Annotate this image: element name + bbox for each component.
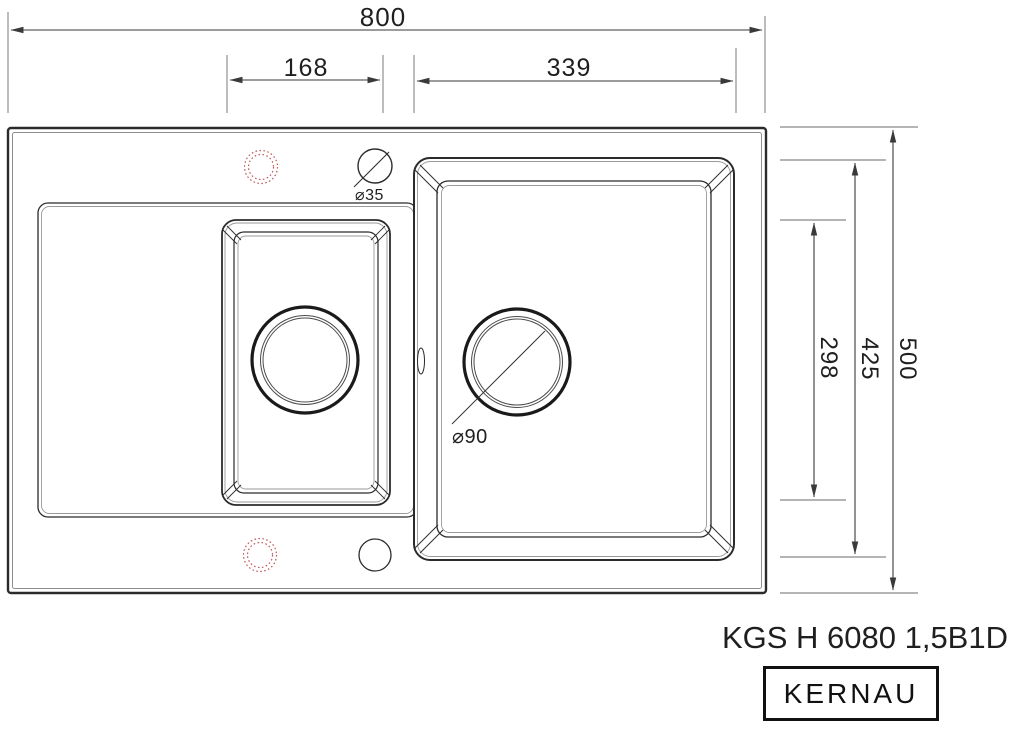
main-bowl: [413, 157, 735, 561]
half-bowl-drain: [250, 305, 360, 415]
dim-label-298: 298: [815, 336, 842, 380]
tap-hole-plain-bottom: [358, 538, 392, 572]
dim-label-339: 339: [546, 54, 592, 82]
overflow-mark: [417, 347, 425, 375]
half-bowl-corner-facets: [222, 225, 390, 500]
dim-label-500: 500: [894, 337, 921, 381]
tap-hole-optional-bottom: [242, 537, 278, 573]
tap-hole-diameter-label: ⌀35: [355, 187, 384, 204]
dim-label-800: 800: [359, 2, 407, 32]
half-bowl: [221, 219, 391, 506]
drain-diameter-leader: [451, 330, 546, 425]
tap-hole-optional-top: [243, 149, 279, 185]
brand-logo-text: KERNAU: [783, 677, 919, 709]
tap-hole-drilled-top: [353, 148, 393, 188]
tap-hole-leader: [353, 151, 390, 188]
dim-label-168: 168: [283, 54, 329, 82]
dim-label-425: 425: [856, 337, 883, 381]
brand-logo-box: KERNAU: [763, 666, 939, 721]
main-bowl-corner-facets: [414, 164, 734, 554]
product-model: KGS H 6080 1,5B1D: [721, 620, 1008, 655]
extension-lines: [7, 12, 918, 594]
drain-diameter-label: ⌀90: [452, 426, 488, 448]
dimension-lines: [10, 26, 897, 591]
main-drain: [451, 307, 572, 425]
